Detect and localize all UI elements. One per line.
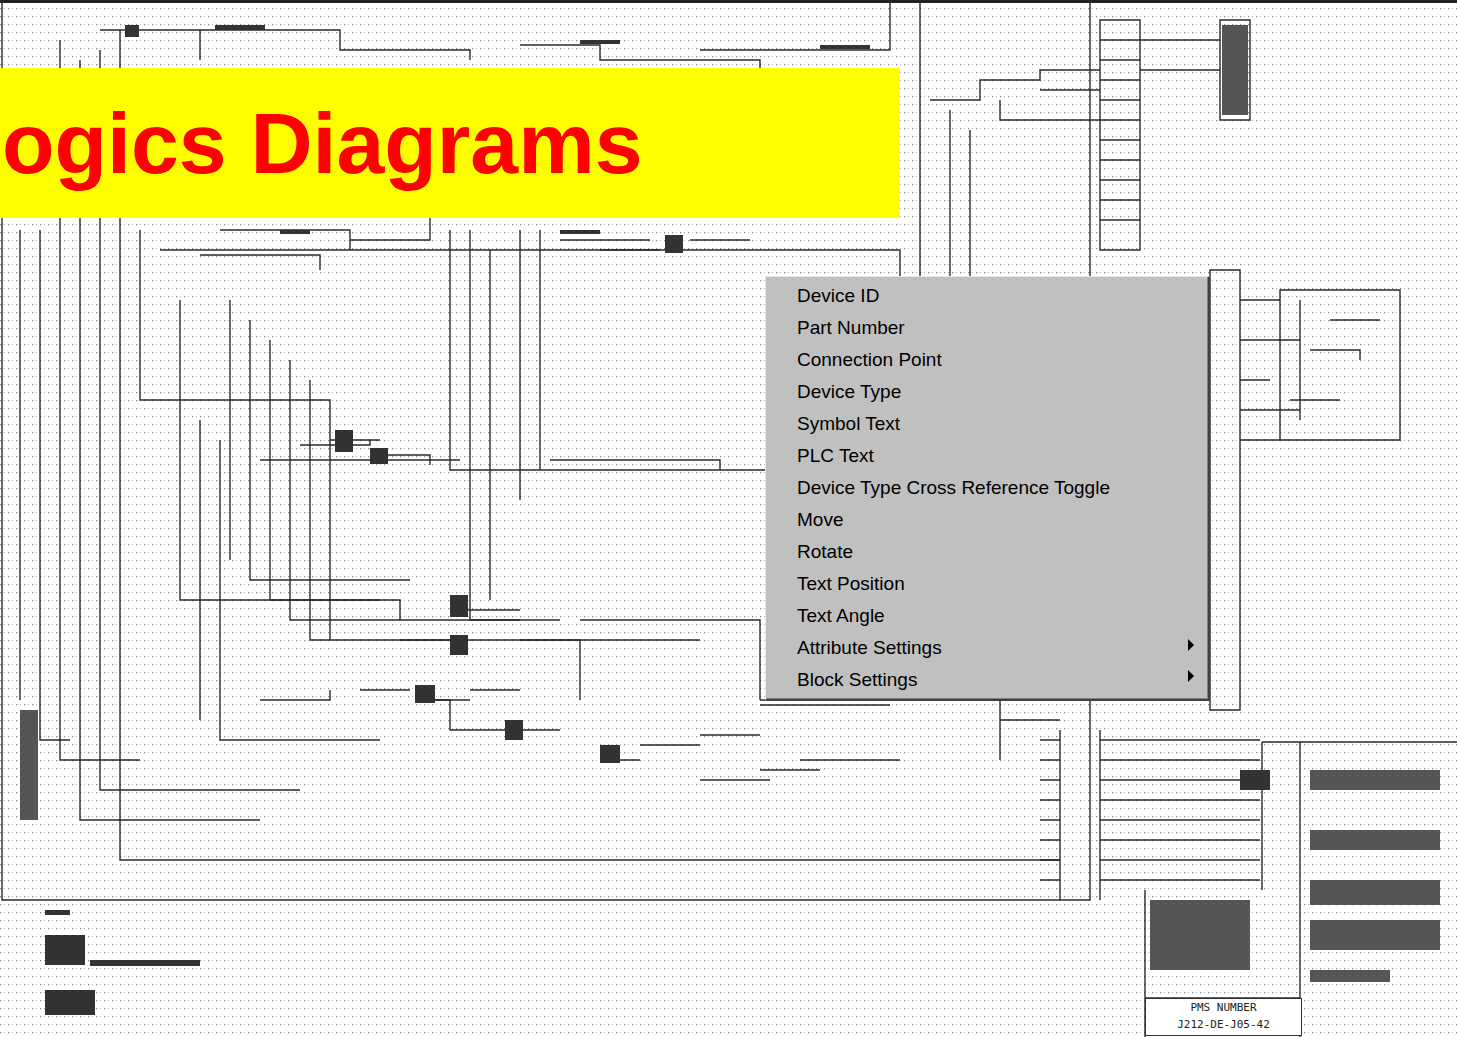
menu-item: Symbol Text (766, 408, 1208, 440)
menu-item: Part Number (766, 312, 1208, 344)
menu-item: Rotate (766, 536, 1208, 568)
slide-title: ogics Diagrams (0, 68, 900, 218)
menu-item: Device ID (766, 280, 1208, 312)
menu-item: Connection Point (766, 344, 1208, 376)
menu-item: Device Type Cross Reference Toggle (766, 472, 1208, 504)
menu-item: PLC Text (766, 440, 1208, 472)
title-block: PMS NUMBERJ212-DE-J05-42 (1145, 998, 1302, 1036)
menu-item: Move (766, 504, 1208, 536)
title-block-text: J212-DE-J05-42 (1146, 1016, 1301, 1033)
menu-item: Text Position (766, 568, 1208, 600)
menu-item: Block Settings (766, 664, 1208, 696)
title-banner: ogics Diagrams (0, 68, 900, 218)
context-menu: Device IDPart NumberConnection PointDevi… (765, 276, 1210, 701)
title-block-text: PMS NUMBER (1146, 999, 1301, 1016)
menu-item: Text Angle (766, 600, 1208, 632)
menu-item: Attribute Settings (766, 632, 1208, 664)
menu-item: Device Type (766, 376, 1208, 408)
